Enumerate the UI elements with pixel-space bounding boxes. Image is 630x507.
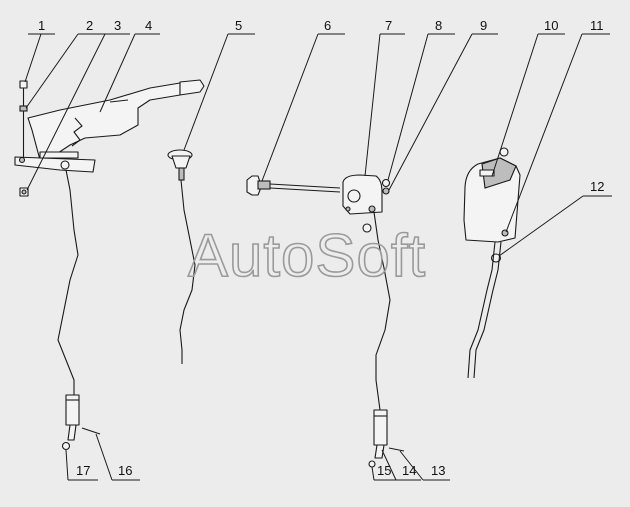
mount-bolt-part bbox=[362, 223, 372, 233]
pivot-bolt-part bbox=[381, 178, 391, 188]
lever-handle-part bbox=[27, 79, 205, 161]
callout-label: 11 bbox=[590, 18, 604, 33]
callout-label: 6 bbox=[324, 18, 331, 33]
callout-4: 4 bbox=[99, 18, 160, 113]
parking-brake-assembly bbox=[14, 79, 205, 451]
callout-label: 16 bbox=[118, 463, 132, 478]
callout-7: 7 bbox=[364, 18, 405, 177]
callout-1: 1 bbox=[24, 18, 55, 83]
bolt-part bbox=[19, 80, 28, 160]
callout-label: 17 bbox=[76, 463, 90, 478]
callout-label: 13 bbox=[431, 463, 445, 478]
callout-5: 5 bbox=[183, 18, 255, 151]
rod-sleeve-part bbox=[65, 394, 80, 441]
callout-label: 8 bbox=[435, 18, 442, 33]
pivot-washer-part bbox=[382, 187, 390, 195]
callout-16: 16 bbox=[95, 433, 140, 481]
callout-2: 2 bbox=[25, 18, 105, 109]
callout-17: 17 bbox=[65, 449, 98, 481]
shift-lever-assembly bbox=[167, 149, 196, 364]
callout-label: 5 bbox=[235, 18, 242, 33]
spring-clip-part bbox=[388, 447, 405, 452]
callout-8: 8 bbox=[387, 18, 455, 181]
callout-label: 3 bbox=[114, 18, 121, 33]
callout-label: 14 bbox=[402, 463, 416, 478]
callout-11: 11 bbox=[505, 18, 610, 233]
callout-label: 7 bbox=[385, 18, 392, 33]
callout-label: 1 bbox=[38, 18, 45, 33]
cable-part bbox=[467, 241, 502, 379]
callout-label: 15 bbox=[377, 463, 391, 478]
throttle-sleeve-part bbox=[373, 409, 388, 459]
washer-part bbox=[19, 105, 28, 112]
callout-6: 6 bbox=[261, 18, 345, 182]
cotter-pin-part bbox=[61, 441, 71, 451]
callouts: 1 2 3 4 5 6 bbox=[24, 18, 612, 481]
control-box-assembly bbox=[463, 147, 521, 379]
clip-part bbox=[81, 427, 101, 435]
shift-rod-part bbox=[179, 179, 196, 364]
mounting-bracket-part bbox=[14, 151, 96, 173]
callout-label: 4 bbox=[145, 18, 152, 33]
callout-12: 12 bbox=[498, 179, 612, 257]
watermark-text: AutoSoft bbox=[188, 222, 426, 289]
retaining-pin-part bbox=[368, 460, 376, 468]
callout-label: 9 bbox=[480, 18, 487, 33]
callout-9: 9 bbox=[388, 18, 498, 191]
callout-13: 13 bbox=[399, 450, 450, 481]
callout-label: 10 bbox=[544, 18, 558, 33]
callout-14: 14 bbox=[381, 449, 421, 481]
throttle-rod-part bbox=[373, 211, 391, 411]
nut-part bbox=[19, 187, 29, 197]
brake-rod-part bbox=[57, 169, 79, 395]
callout-3: 3 bbox=[26, 18, 130, 191]
callout-10: 10 bbox=[491, 18, 565, 177]
throttle-assembly bbox=[246, 174, 405, 468]
callout-label: 12 bbox=[590, 179, 604, 194]
callout-label: 2 bbox=[86, 18, 93, 33]
pull-knob-part bbox=[246, 175, 341, 196]
linkage-housing-part bbox=[342, 174, 383, 215]
callout-15: 15 bbox=[371, 463, 396, 481]
